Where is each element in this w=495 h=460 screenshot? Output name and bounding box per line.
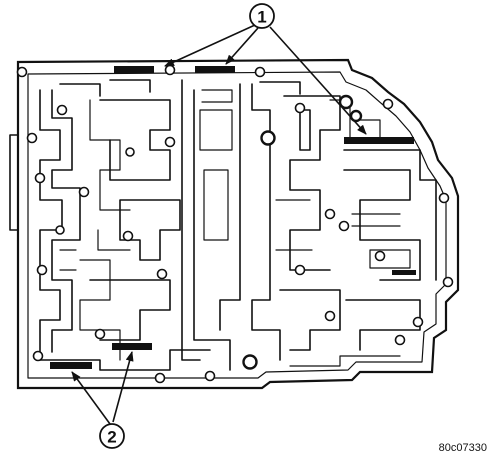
hole [125,147,135,157]
channel-center-right-2 [299,109,311,151]
inner-border-channel [27,71,447,379]
hole [56,104,68,116]
hole [374,250,386,262]
hole [394,334,406,346]
hole [164,136,176,148]
filter-screen-slot [112,343,152,350]
callout-1-label: 1 [257,8,266,27]
leader-1a [164,24,256,67]
hole [94,328,106,340]
small-slot [392,270,416,275]
callout-2: 2 [99,423,125,449]
channel-top-1 [59,79,301,97]
channel-center-5 [199,109,233,151]
hole [122,230,134,242]
hole [254,66,266,78]
leader-1b [225,27,259,65]
channel-center-right-4 [275,199,313,251]
plate-outline [16,58,460,390]
callout-1: 1 [249,3,275,29]
channel-center-4 [251,83,281,361]
reference-code: 80c07330 [438,442,487,454]
hole [55,225,65,235]
channel-center-left-4 [89,279,171,341]
leader-2b [112,351,134,423]
hole [164,64,176,76]
channel-center-1 [181,79,201,361]
channel-right-3 [351,213,401,227]
hole [442,276,454,288]
bolt-hole [242,354,258,370]
channel-left-3 [89,99,131,211]
hole [34,172,46,184]
hole [36,264,48,276]
hole [154,372,166,384]
hole [156,268,168,280]
channel-center-3 [219,83,241,331]
leader-1c [269,26,367,135]
hole [324,310,336,322]
channel-center-left-3 [97,229,131,251]
hole [78,186,90,198]
channel-right-2 [343,169,421,281]
channel-center-right-3 [279,289,341,351]
bolt-hole [260,130,276,146]
hole [294,102,306,114]
hole [204,370,216,382]
channel-right-1 [343,149,437,281]
plate-left-tab [9,134,19,231]
bolt-hole [338,94,354,110]
channel-center-left-5 [59,249,77,271]
channel-center-left-1 [99,99,171,181]
channel-center-6 [203,169,229,241]
filter-screen-slot [50,362,92,369]
hole [338,220,350,232]
channel-center-7 [201,89,233,103]
hole [412,316,424,328]
hole [16,66,28,78]
filter-screen-slot [114,66,154,73]
filter-screen-slot [344,137,414,144]
hole [32,350,44,362]
hole [438,192,450,204]
hole [324,208,336,220]
channel-left-2 [51,89,81,353]
channel-center-right-1 [283,95,341,271]
channel-center-2 [193,89,231,371]
channel-bottom-2 [289,355,401,367]
callout-2-label: 2 [107,428,116,447]
filter-screen-slot [195,66,235,73]
channel-right-4 [345,299,421,351]
channel-left-4 [79,259,121,361]
leader-2a [71,371,111,425]
channel-bottom-1 [39,349,211,371]
channel-left-1 [39,89,63,361]
hole [26,132,38,144]
channel-right-6 [369,249,411,269]
hole [382,98,394,110]
hole [294,264,306,276]
bolt-hole [349,109,363,123]
